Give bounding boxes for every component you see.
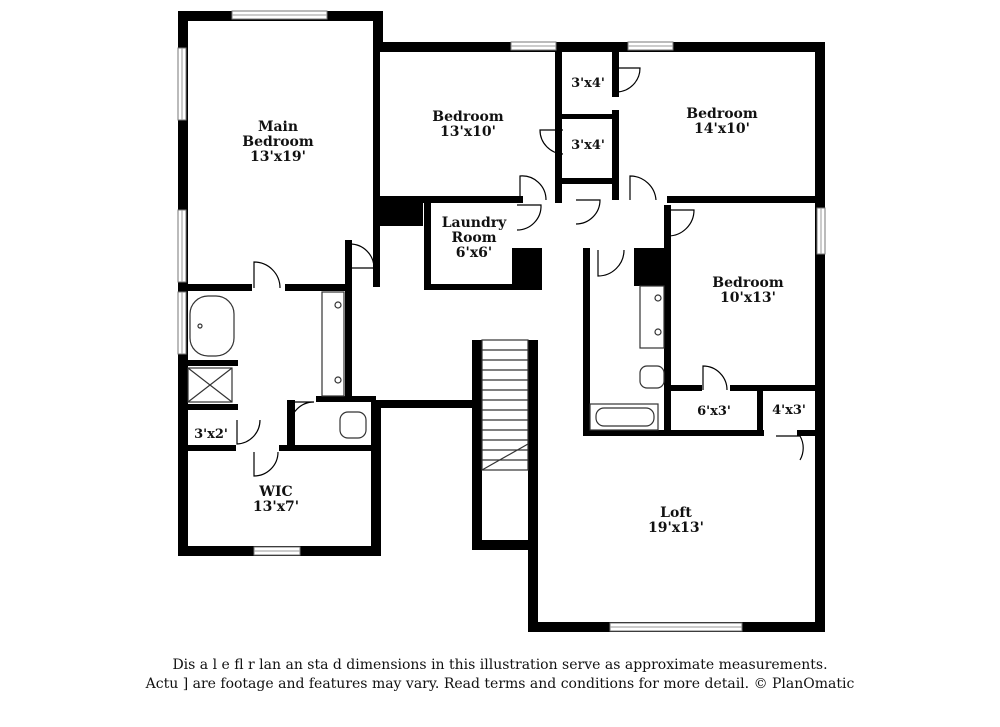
- disclaimer-text: Dis a l e fl r lan an sta d dimensions i…: [0, 656, 1000, 694]
- room-dims: 4'x3': [772, 403, 806, 418]
- windows: [177, 10, 826, 632]
- room-dims: 3'x4': [571, 76, 605, 91]
- room-wic: WIC 13'x7': [228, 485, 324, 515]
- room-name: Bedroom: [712, 275, 784, 291]
- room-dims: 13'x7': [252, 499, 300, 515]
- room-loft: Loft 19'x13': [626, 506, 726, 536]
- room-name-line2: Room: [451, 230, 497, 246]
- room-name: WIC: [259, 484, 293, 500]
- room-name: Bedroom: [432, 109, 504, 125]
- room-dims: 6'x3': [697, 404, 731, 419]
- room-name: Bedroom: [686, 106, 758, 122]
- doors: [236, 67, 804, 477]
- room-dims: 3'x4': [571, 138, 605, 153]
- fixtures: [187, 285, 665, 439]
- room-dims: 19'x13': [648, 520, 704, 536]
- room-dims: 13'x19': [250, 149, 306, 165]
- room-closet-c: 6'x3': [686, 404, 742, 419]
- room-closet-b: 3'x4': [564, 138, 612, 153]
- disclaimer-line1: Dis a l e fl r lan an sta d dimensions i…: [172, 657, 828, 673]
- room-dims: 13'x10': [440, 124, 496, 140]
- exterior-walls: [178, 11, 825, 632]
- room-dims: 10'x13': [720, 290, 776, 306]
- room-dims: 3'x2': [194, 427, 228, 442]
- room-main-bedroom: Main Bedroom 13'x19': [228, 120, 328, 165]
- room-name: Loft: [660, 505, 692, 521]
- room-name-line1: Main: [257, 119, 299, 135]
- interior-walls: [178, 47, 825, 451]
- room-closet-d: 4'x3': [764, 403, 814, 418]
- room-dims: 6'x6': [455, 245, 493, 261]
- room-name-line2: Bedroom: [242, 134, 314, 150]
- room-bedroom-c: Bedroom 10'x13': [698, 276, 798, 306]
- room-bedroom-b: Bedroom 14'x10': [672, 107, 772, 137]
- room-dims: 14'x10': [694, 121, 750, 137]
- staircase: [481, 339, 529, 471]
- room-name-line1: Laundry: [441, 215, 507, 231]
- room-closet-e: 3'x2': [188, 427, 234, 442]
- room-bedroom-a: Bedroom 13'x10': [418, 110, 518, 140]
- disclaimer-line2: Actu ] are footage and features may vary…: [145, 676, 855, 692]
- room-laundry: Laundry Room 6'x6': [432, 216, 516, 261]
- room-closet-a: 3'x4': [564, 76, 612, 91]
